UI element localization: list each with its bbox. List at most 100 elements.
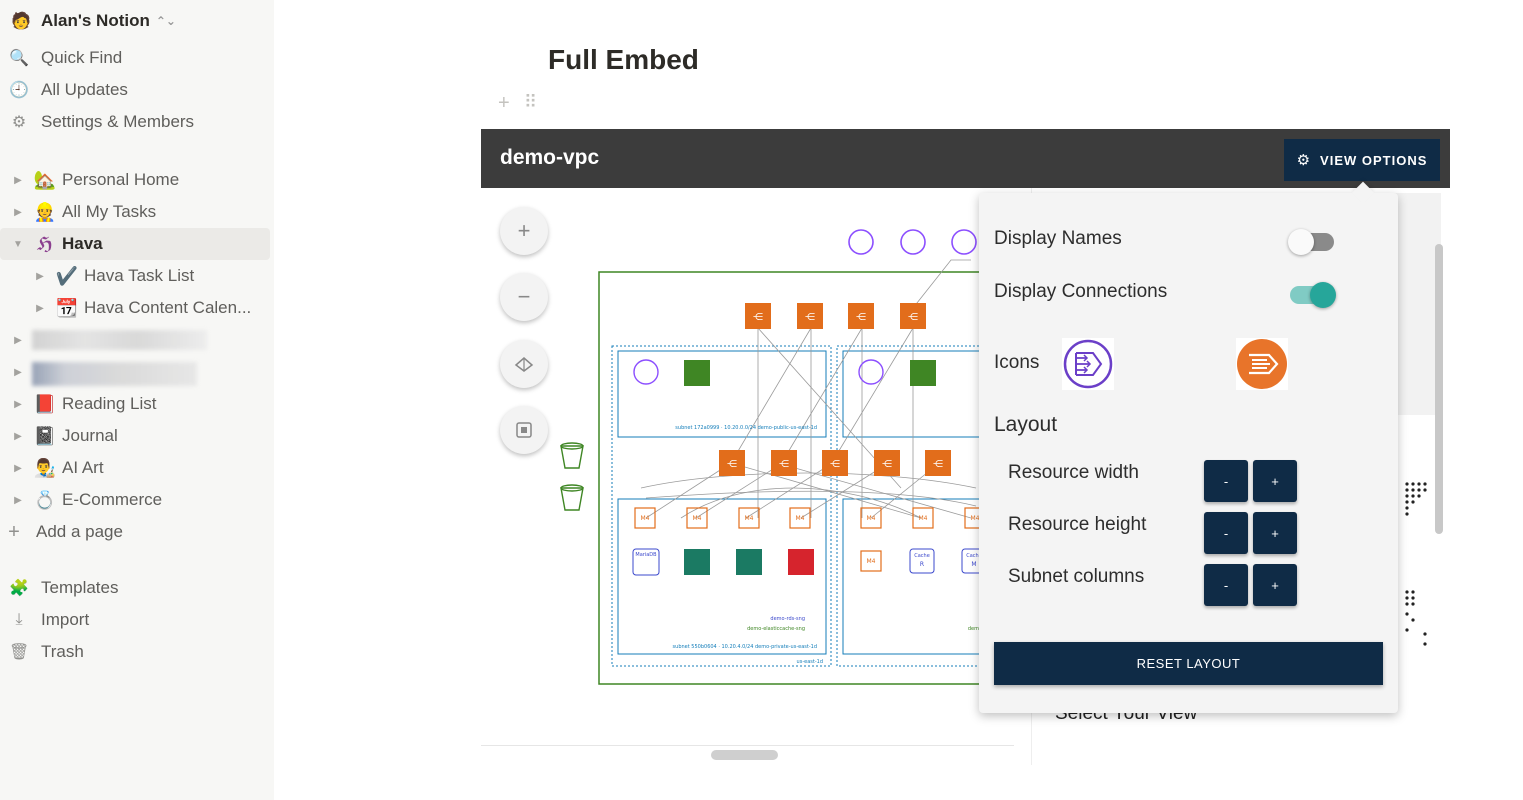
trash-item[interactable]: 🗑 Trash bbox=[0, 636, 274, 668]
nav-label: Templates bbox=[41, 578, 119, 597]
expand-toggle-icon[interactable]: ▶ bbox=[14, 206, 22, 218]
load-balancers bbox=[719, 303, 951, 476]
minus-label: - bbox=[1223, 577, 1229, 593]
svg-text:M4: M4 bbox=[919, 515, 928, 522]
svg-text:M4: M4 bbox=[971, 515, 980, 522]
svg-text:⋲: ⋲ bbox=[882, 459, 892, 470]
sidebar-item-e-commerce[interactable]: ▶ 💍 E-Commerce bbox=[0, 484, 274, 516]
resource-width-decrease-button[interactable]: - bbox=[1204, 460, 1248, 502]
expand-toggle-icon[interactable]: ▶ bbox=[14, 334, 22, 346]
sidebar-item-hava-content-calendar[interactable]: ▶ 📆 Hava Content Calen... bbox=[0, 292, 274, 324]
svg-text:⋲: ⋲ bbox=[933, 459, 943, 470]
sidebar-item-hava-task-list[interactable]: ▶ ✔️ Hava Task List bbox=[0, 260, 274, 292]
vpc-boundary bbox=[598, 271, 1030, 685]
import-item[interactable]: ⤓ Import bbox=[0, 604, 274, 636]
resource-height-label: Resource height bbox=[1008, 514, 1147, 535]
vertical-scrollbar[interactable] bbox=[1435, 244, 1443, 534]
add-block-icon[interactable]: + bbox=[498, 92, 510, 114]
resource-width-increase-button[interactable]: + bbox=[1253, 460, 1297, 502]
ec2-instances bbox=[634, 507, 986, 572]
center-icon bbox=[516, 422, 532, 438]
resource-height-increase-button[interactable]: + bbox=[1253, 512, 1297, 554]
sidebar: 🧑 Alan's Notion ⌃⌄ 🔍 Quick Find 🕘 All Up… bbox=[0, 0, 274, 800]
expand-toggle-icon[interactable]: ▶ bbox=[14, 174, 22, 186]
reset-layout-button[interactable]: RESET LAYOUT bbox=[994, 642, 1383, 685]
fit-view-button[interactable] bbox=[500, 340, 548, 388]
icon-style-filled-option[interactable] bbox=[1236, 338, 1288, 390]
workspace-switcher[interactable]: 🧑 Alan's Notion ⌃⌄ bbox=[10, 8, 176, 34]
icon-style-outline-option[interactable] bbox=[1062, 338, 1114, 390]
svg-text:subnet 172a0999 · 10.20.0.0/24: subnet 172a0999 · 10.20.0.0/24 demo-publ… bbox=[675, 425, 817, 431]
center-view-button[interactable] bbox=[500, 406, 548, 454]
plus-icon: + bbox=[8, 520, 20, 543]
plus-label: + bbox=[1271, 525, 1279, 541]
sidebar-item-journal[interactable]: ▶ 📓 Journal bbox=[0, 420, 274, 452]
svg-text:dem: dem bbox=[968, 626, 979, 632]
gateway-icon bbox=[848, 229, 874, 255]
subnet-columns-increase-button[interactable]: + bbox=[1253, 564, 1297, 606]
svg-text:demo-elasticcache-sng: demo-elasticcache-sng bbox=[747, 626, 805, 632]
architecture-diagram[interactable]: ⋲⋲⋲⋲ ⋲⋲⋲⋲⋲ M4 M4 M4 M4 M4 M4 M4 M4 Maria… bbox=[481, 188, 1031, 745]
subnet-columns-decrease-button[interactable]: - bbox=[1204, 564, 1248, 606]
nat-gateway-icon bbox=[633, 359, 659, 385]
resource-height-decrease-button[interactable]: - bbox=[1204, 512, 1248, 554]
svg-text:M4: M4 bbox=[867, 515, 876, 522]
settings-members-item[interactable]: ⚙ Settings & Members bbox=[0, 106, 274, 138]
expand-toggle-icon[interactable]: ▶ bbox=[14, 462, 22, 474]
horizontal-scrollbar[interactable] bbox=[711, 750, 778, 760]
sidebar-item-redacted-2[interactable]: ▶ bbox=[0, 356, 274, 388]
drag-handle-icon[interactable]: ⠿ bbox=[524, 92, 538, 112]
nat-gateway-icon bbox=[858, 359, 884, 385]
svg-text:M4: M4 bbox=[641, 515, 650, 522]
sidebar-item-ai-art[interactable]: ▶ 👨‍🎨 AI Art bbox=[0, 452, 274, 484]
s3-buckets bbox=[560, 442, 584, 511]
autoscaling-icon bbox=[910, 360, 936, 386]
nav-label: Import bbox=[41, 610, 90, 629]
page-label: Hava bbox=[62, 234, 103, 253]
sidebar-item-redacted-1[interactable]: ▶ bbox=[0, 324, 274, 356]
page-label: AI Art bbox=[62, 458, 104, 477]
resource-width-label: Resource width bbox=[1008, 462, 1139, 483]
zoom-in-button[interactable]: + bbox=[500, 207, 548, 255]
svg-text:M4: M4 bbox=[796, 515, 805, 522]
expand-toggle-icon[interactable]: ▶ bbox=[36, 302, 44, 314]
zoom-out-button[interactable]: − bbox=[500, 273, 548, 321]
add-page-button[interactable]: + Add a page bbox=[0, 516, 274, 548]
view-options-button[interactable]: ⚙ VIEW OPTIONS bbox=[1284, 139, 1440, 181]
page-label: Hava Task List bbox=[84, 266, 195, 285]
plus-label: + bbox=[1271, 577, 1279, 593]
sidebar-item-personal-home[interactable]: ▶ 🏡 Personal Home bbox=[0, 164, 274, 196]
svg-text:M4: M4 bbox=[693, 515, 702, 522]
expand-toggle-icon[interactable]: ▶ bbox=[14, 398, 22, 410]
house-icon: 🏡 bbox=[33, 169, 57, 190]
public-subnet bbox=[842, 350, 1031, 438]
expand-toggle-icon[interactable]: ▶ bbox=[14, 494, 22, 506]
mariadb-icon bbox=[632, 548, 660, 576]
all-updates-item[interactable]: 🕘 All Updates bbox=[0, 74, 274, 106]
page-label: Hava Content Calen... bbox=[84, 298, 252, 317]
sidebar-item-reading-list[interactable]: ▶ 📕 Reading List bbox=[0, 388, 274, 420]
display-names-toggle[interactable] bbox=[1288, 229, 1334, 255]
expand-toggle-icon[interactable]: ▶ bbox=[14, 430, 22, 442]
svg-text:Cache: Cache bbox=[966, 553, 982, 559]
view-options-label: VIEW OPTIONS bbox=[1320, 152, 1428, 168]
svg-text:⋲: ⋲ bbox=[908, 312, 918, 323]
nav-label: Quick Find bbox=[41, 48, 123, 67]
sidebar-item-all-my-tasks[interactable]: ▶ 👷 All My Tasks bbox=[0, 196, 274, 228]
endpoint-icon bbox=[951, 229, 977, 255]
svg-text:subnet 550b0604 · 10.20.4.0/24: subnet 550b0604 · 10.20.4.0/24 demo-priv… bbox=[673, 644, 817, 650]
nav-label: Settings & Members bbox=[41, 112, 195, 131]
availability-zone bbox=[836, 345, 1031, 667]
page-label: E-Commerce bbox=[62, 490, 163, 509]
expand-toggle-icon[interactable]: ▶ bbox=[14, 366, 22, 378]
display-connections-toggle[interactable] bbox=[1290, 282, 1336, 308]
templates-item[interactable]: 🧩 Templates bbox=[0, 572, 274, 604]
expand-toggle-icon[interactable]: ▶ bbox=[36, 270, 44, 282]
page-label: All My Tasks bbox=[62, 202, 157, 221]
quick-find-item[interactable]: 🔍 Quick Find bbox=[0, 42, 274, 74]
display-names-label: Display Names bbox=[994, 228, 1122, 249]
check-mark-icon: ✔️ bbox=[55, 265, 79, 286]
ring-icon: 💍 bbox=[33, 489, 57, 510]
collapse-toggle-icon[interactable]: ▼ bbox=[13, 238, 23, 250]
sidebar-item-hava[interactable]: ▼ ℌ Hava bbox=[0, 228, 270, 260]
